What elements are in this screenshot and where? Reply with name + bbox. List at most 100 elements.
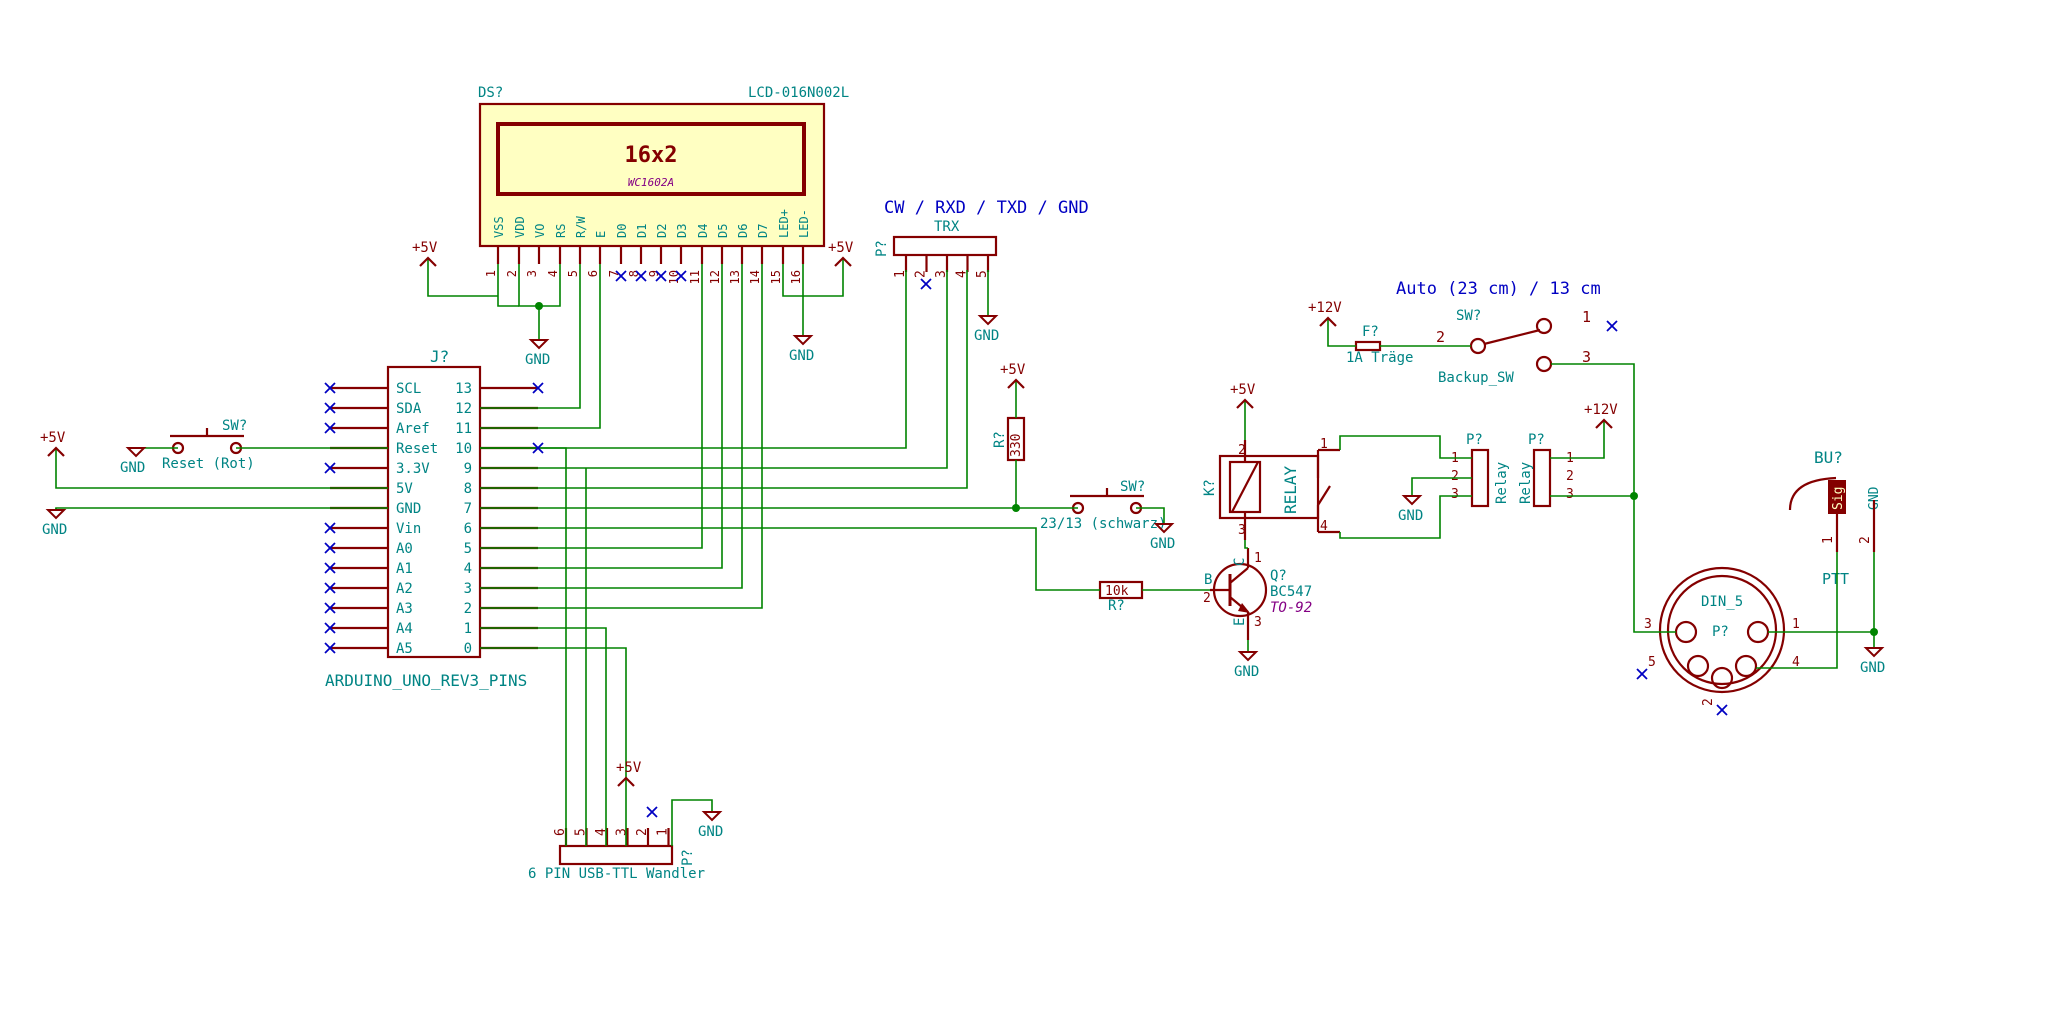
junction-vo	[535, 302, 543, 310]
junction-12v-switch	[1630, 492, 1638, 500]
wire-led-5v	[803, 258, 844, 297]
fuse-value: 1A Träge	[1346, 350, 1413, 366]
gnd-trx-triangle	[977, 315, 999, 326]
wire-din3	[1633, 496, 1676, 633]
resistor-10k-value: 10k	[1105, 584, 1129, 599]
din5-connector: DIN_5 P? 1 2 3 4 5	[1644, 566, 1800, 706]
arduino-body	[386, 365, 482, 659]
no-connect-mark	[920, 278, 932, 290]
wire-collector-relay	[1244, 540, 1248, 549]
arduino-right-pin-label: 0	[464, 641, 472, 657]
wire-usb1-gnd	[671, 799, 713, 846]
backup-switch-title: Auto (23 cm) / 13 cm	[1396, 279, 1601, 299]
lcd-pin-num: 2	[505, 270, 519, 277]
arduino-left-pin-label: A0	[396, 541, 413, 557]
gnd-reset-triangle	[125, 447, 147, 458]
power-5v-r2-arrow	[1007, 378, 1025, 389]
ptt-jack-ref: BU?	[1814, 448, 1843, 467]
lcd-model: WC1602A	[628, 176, 674, 189]
relay-connector-2-body	[1532, 448, 1552, 508]
power-12v-fuse-arrow	[1319, 316, 1337, 327]
din5-pin1-hole	[1746, 620, 1770, 644]
lcd-part: LCD-016N002L	[748, 85, 849, 101]
usb-body	[558, 844, 674, 866]
relay-pin-1: 1	[1320, 437, 1328, 452]
gnd-usb: GND	[698, 811, 723, 840]
wire-usb4	[480, 627, 607, 846]
wire-switch3	[1551, 363, 1635, 496]
wire-relay-c3	[1339, 495, 1472, 539]
transistor-c-label: C	[1232, 558, 1248, 566]
trx-pin-num: 5	[975, 270, 990, 278]
power-5v-r2-label: +5V	[1000, 362, 1026, 378]
lcd-pin-name: D7	[756, 224, 770, 238]
arduino-left-pin-label: SDA	[396, 401, 422, 417]
arduino-uno: J? ARDUINO_UNO_REV3_PINS SCLSDAArefReset…	[325, 347, 538, 690]
no-connect-mark	[324, 542, 336, 554]
relay: RELAY K? 1 2 3 4	[1202, 437, 1340, 540]
din5-pin3-hole	[1674, 620, 1698, 644]
arduino-right-pin-label: 7	[464, 501, 472, 517]
lcd-pin-num: 7	[607, 270, 621, 277]
relay-connector-1-body	[1470, 448, 1490, 508]
lcd-screen	[496, 122, 806, 196]
no-connect-mark	[324, 582, 336, 594]
band-switch-ref: SW?	[1120, 479, 1145, 495]
ptt-jack-arc	[1788, 476, 1837, 511]
power-5v-usb-arrow	[617, 776, 635, 787]
junction-gnd-din	[1870, 628, 1878, 636]
gnd-lcd-vo-triangle	[528, 339, 550, 350]
gnd-transistor-triangle	[1237, 651, 1259, 662]
din5-pin-5: 5	[1648, 655, 1656, 670]
relay-coil-slash	[1231, 461, 1259, 513]
wire-vss-vdd	[497, 264, 519, 307]
ptt-jack-pin-1: 1	[1821, 536, 1836, 544]
lcd-pin-name: D1	[635, 224, 649, 238]
resistor-330: 330 R?	[992, 416, 1026, 462]
backup-pin-2: 2	[1436, 328, 1445, 346]
resistor-10k-ref: R?	[1108, 598, 1125, 614]
arduino-right-pin-label: 5	[464, 541, 472, 557]
arduino-right-pin-label: 3	[464, 581, 472, 597]
backup-pin-1: 1	[1582, 308, 1591, 326]
gnd-lcd-vo-label: GND	[525, 352, 550, 368]
backup-switch-label: Backup_SW	[1438, 370, 1514, 386]
power-5v-arduino-arrow	[47, 446, 65, 457]
lcd-pin-num: 16	[789, 270, 803, 284]
relay-contact-arm	[1317, 485, 1331, 506]
arduino-right-pin-label: 9	[464, 461, 472, 477]
lcd-pin-num: 12	[708, 270, 722, 284]
relay-connector-1-pin-3: 3	[1451, 487, 1459, 502]
lcd-pin-num: 6	[586, 270, 600, 277]
arduino-left-pin-label: A2	[396, 581, 413, 597]
relay-ref: K?	[1202, 479, 1218, 496]
gnd-transistor: GND	[1234, 651, 1259, 680]
resistor-10k: 10k R?	[1098, 580, 1144, 614]
arduino-left-pin-label: 5V	[396, 481, 413, 497]
arduino-ref: J?	[430, 347, 449, 366]
wire-d7-a3	[480, 264, 763, 609]
din5-pin-2: 2	[1701, 698, 1716, 706]
arduino-left-pin-label: 3.3V	[396, 461, 430, 477]
lcd-size-label: 16x2	[625, 143, 678, 168]
ptt-jack-pin-2: 2	[1858, 536, 1873, 544]
transistor-b-label: B	[1204, 572, 1212, 588]
ptt-jack-sig: Sig	[1831, 487, 1846, 510]
gnd-band-switch-triangle	[1153, 523, 1175, 534]
trx-pin-num: 4	[955, 270, 970, 278]
reset-switch-ref: SW?	[222, 418, 247, 434]
lcd-pin-num: 15	[769, 270, 783, 284]
gnd-arduino: GND	[42, 509, 67, 538]
gnd-usb-label: GND	[698, 824, 723, 840]
backup-switch-ref: SW?	[1456, 308, 1481, 324]
lcd-pin-num: 1	[484, 270, 498, 277]
usb-pin-num: 4	[594, 828, 609, 836]
no-connect-mark	[655, 270, 667, 282]
power-symbols: +5V +5V +5V +5V +5V +5V +12V +12V	[40, 240, 1885, 840]
arduino-right-pin-label: 12	[455, 401, 472, 417]
lcd-pin-num: 8	[627, 270, 641, 277]
lcd-pin-name: VO	[533, 224, 547, 238]
wire-din4-ptt	[1756, 552, 1838, 669]
